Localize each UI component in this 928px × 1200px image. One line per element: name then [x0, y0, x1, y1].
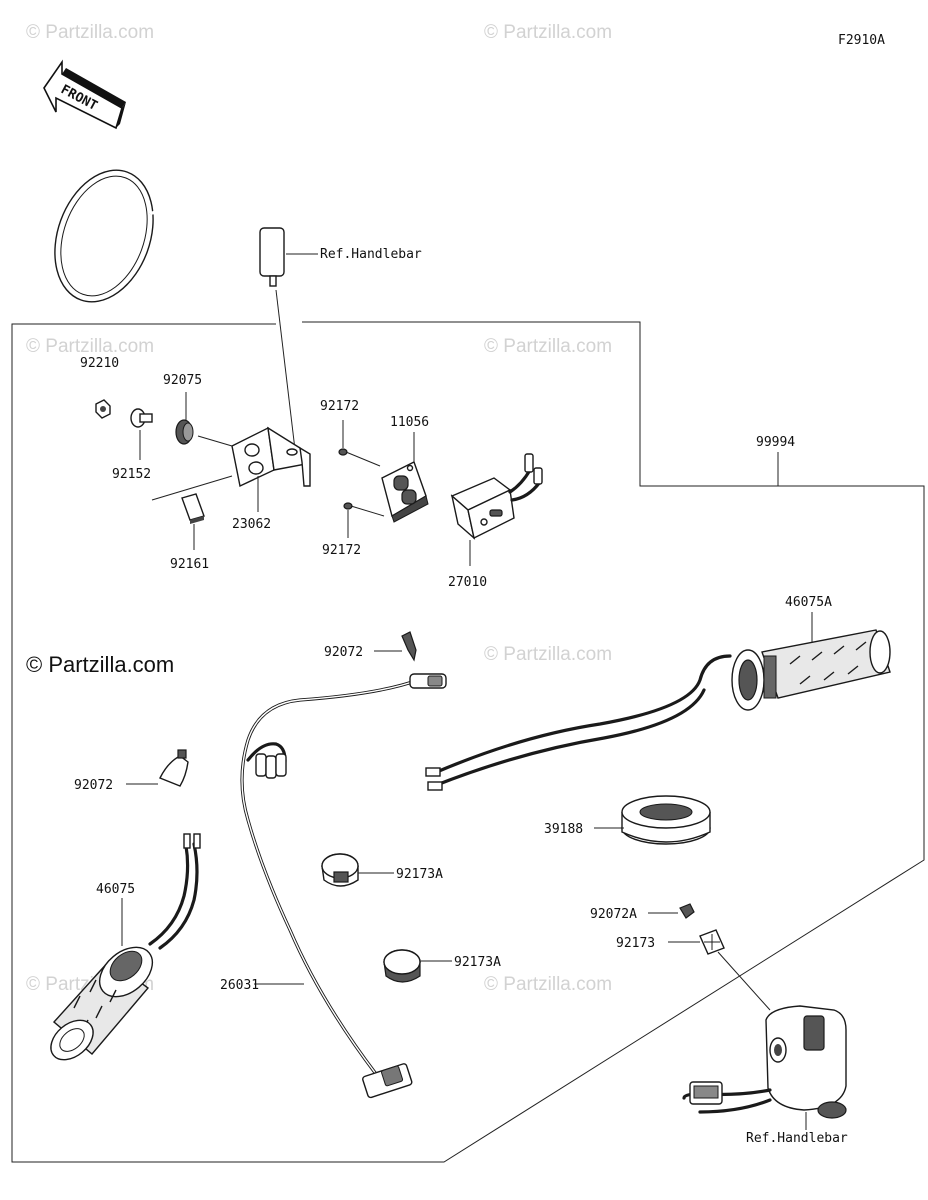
- band-clamp-icon: [383, 949, 421, 983]
- watermark: © Partzilla.com: [484, 336, 612, 357]
- bracket-icon: [231, 426, 311, 488]
- wiring-harness-icon: [240, 673, 447, 1099]
- rubber-pad-icon: [181, 493, 205, 524]
- part-label-99994[interactable]: 99994: [756, 435, 795, 450]
- part-label-92075[interactable]: 92075: [163, 373, 202, 388]
- watermark: © Partzilla.com: [484, 22, 612, 43]
- part-label-92172-bottom[interactable]: 92172: [322, 543, 361, 558]
- diagram-code: F2910A: [838, 33, 885, 48]
- grommet-icon: [175, 419, 194, 445]
- part-label-92173A-top[interactable]: 92173A: [396, 867, 443, 882]
- part-label-27010[interactable]: 27010: [448, 575, 487, 590]
- watermark: © Partzilla.com: [26, 22, 154, 43]
- collar-icon: [130, 408, 153, 428]
- part-label-92072-left[interactable]: 92072: [74, 778, 113, 793]
- grip-heater-switch-icon: [682, 1005, 847, 1119]
- front-arrow-icon: FRONT: [43, 59, 126, 130]
- part-label-92072-top[interactable]: 92072: [324, 645, 363, 660]
- part-label-92173A-bottom[interactable]: 92173A: [454, 955, 501, 970]
- copyright-label: © Partzilla.com: [26, 652, 174, 677]
- kit-boundary-frame: [11, 321, 925, 1163]
- ref-handlebar-top-label: Ref.Handlebar: [320, 247, 422, 262]
- spacer-ring-icon: [621, 795, 711, 845]
- band-clamp-icon: [321, 853, 359, 887]
- screw-icon: [338, 448, 381, 467]
- cable-tie-icon: [699, 929, 725, 955]
- mounting-plate-icon: [381, 461, 429, 523]
- part-label-92072A[interactable]: 92072A: [590, 907, 637, 922]
- part-label-92172-top[interactable]: 92172: [320, 399, 359, 414]
- small-clip-icon: [679, 903, 695, 919]
- part-label-11056[interactable]: 11056: [390, 415, 429, 430]
- part-label-92210[interactable]: 92210: [80, 356, 119, 371]
- watermarks: © Partzilla.com © Partzilla.com © Partzi…: [26, 22, 612, 995]
- part-label-39188[interactable]: 39188: [544, 822, 583, 837]
- watermark: © Partzilla.com: [484, 974, 612, 995]
- mirror-icon: [54, 169, 285, 303]
- cable-strap-icon: [159, 749, 189, 787]
- part-label-92173[interactable]: 92173: [616, 936, 655, 951]
- switch-box-icon: [450, 453, 543, 540]
- part-label-92152[interactable]: 92152: [112, 467, 151, 482]
- part-label-26031[interactable]: 26031: [220, 978, 259, 993]
- part-label-46075A[interactable]: 46075A: [785, 595, 832, 610]
- ref-handlebar-bottom-label: Ref.Handlebar: [746, 1131, 848, 1146]
- heated-grip-left-icon: [50, 833, 201, 1061]
- part-label-23062[interactable]: 23062: [232, 517, 271, 532]
- wire-clip-icon: [401, 631, 417, 662]
- watermark: © Partzilla.com: [26, 336, 154, 357]
- screw-icon: [343, 502, 385, 517]
- part-label-46075[interactable]: 46075: [96, 882, 135, 897]
- part-label-92161[interactable]: 92161: [170, 557, 209, 572]
- watermark: © Partzilla.com: [484, 644, 612, 665]
- nut-icon: [95, 399, 111, 419]
- heated-grip-right-icon: [425, 629, 891, 791]
